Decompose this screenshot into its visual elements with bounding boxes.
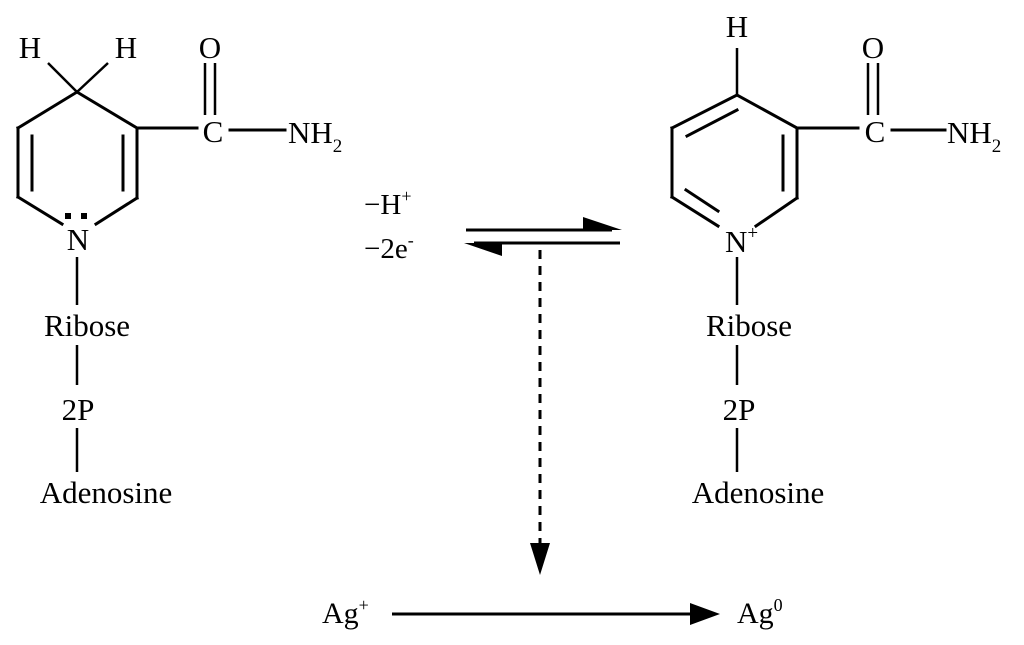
reactant-h-right: H xyxy=(115,30,137,65)
product-carbonyl-c: C xyxy=(865,114,886,149)
product-amide-n: NH2 xyxy=(947,115,1001,157)
product-adenosine: Adenosine xyxy=(692,475,825,510)
bond-n-c2 xyxy=(753,195,800,229)
reactant-ribose: Ribose xyxy=(44,308,130,343)
bond-c4-c5 xyxy=(15,89,80,131)
reactant-h-left: H xyxy=(19,30,41,65)
bond-c4-c5-double xyxy=(684,107,740,139)
electron-transfer-arrow xyxy=(530,250,550,575)
lone-pair-dot-left xyxy=(65,213,71,219)
silver-metal: Ag0 xyxy=(737,595,783,630)
product-phosphate: 2P xyxy=(723,392,756,427)
condition-minus-h: −H+ xyxy=(364,186,411,221)
reaction-conditions: −H+ −2e- xyxy=(364,186,414,265)
bond-c6-n xyxy=(669,194,721,229)
product-nadp: H O C NH2 N+ Ribose 2P Adenosine xyxy=(669,9,1001,510)
product-carbonyl-o: O xyxy=(862,30,884,65)
bond-c4-h-right xyxy=(76,62,109,93)
reactant-phosphate: 2P xyxy=(62,392,95,427)
lone-pair-dot-right xyxy=(81,213,87,219)
reactant-ring-n: N xyxy=(67,222,89,257)
bond-c4-h-left xyxy=(47,62,78,93)
product-ring-n: N+ xyxy=(725,223,758,259)
product-ribose: Ribose xyxy=(706,308,792,343)
silver-reduction: Ag+ Ag0 xyxy=(322,595,783,630)
reactant-carbonyl-c: C xyxy=(203,114,224,149)
product-h-top: H xyxy=(726,9,748,44)
condition-minus-2e: −2e- xyxy=(364,230,414,265)
reactant-adenosine: Adenosine xyxy=(40,475,173,510)
bond-c3-c4 xyxy=(74,89,140,131)
bond-c4-c5 xyxy=(669,92,740,131)
reactant-amide-n: NH2 xyxy=(288,115,342,157)
reverse-arrow-head xyxy=(464,243,502,256)
forward-arrow-head xyxy=(583,217,622,230)
silver-ion: Ag+ xyxy=(322,595,369,630)
bond-c6-n-double xyxy=(683,187,721,214)
dashed-arrow-head xyxy=(530,543,550,575)
reactant-carbonyl-o: O xyxy=(199,30,221,65)
reactant-nadph: H H O C NH2 N Ribose 2P Adenosine xyxy=(15,30,342,510)
equilibrium-arrows xyxy=(464,217,622,256)
silver-arrow-head xyxy=(690,603,720,625)
bond-c3-c4 xyxy=(734,92,800,131)
bond-n-c2 xyxy=(93,195,140,227)
bond-c6-n xyxy=(15,194,65,227)
